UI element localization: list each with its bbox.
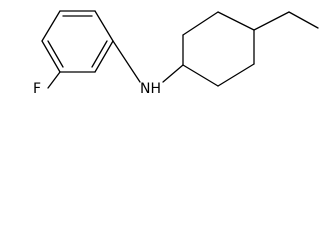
ring-bond <box>41 40 61 73</box>
ethyl-bond <box>253 11 290 31</box>
ethyl-bond <box>288 11 319 29</box>
ring-bond <box>217 11 255 31</box>
aryl-n-bond <box>112 40 141 83</box>
benzene-ring <box>41 10 114 73</box>
fluorine-label: F <box>33 81 41 97</box>
ethyl-group <box>253 11 319 31</box>
nh-label: NH <box>140 81 161 97</box>
aromatic-double-bond <box>47 40 64 68</box>
structure-canvas: F NH <box>0 0 322 103</box>
c-f-bond <box>47 71 61 89</box>
aromatic-double-bond <box>91 40 108 68</box>
ring-bond <box>94 10 114 42</box>
ring-bond <box>41 10 61 42</box>
molecule-structure: F NH <box>33 10 319 97</box>
n-cyclohexyl-bond <box>162 64 184 83</box>
ring-bond <box>182 64 219 87</box>
ring-bond <box>182 11 219 36</box>
ring-bond <box>94 40 114 73</box>
cyclohexane-ring <box>182 11 255 87</box>
ring-bond <box>217 63 255 87</box>
